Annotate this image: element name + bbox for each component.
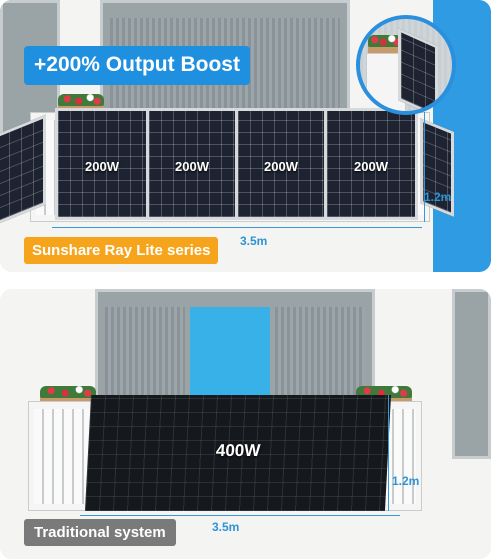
width-dimension-line-bottom <box>80 515 400 516</box>
width-dimension-line <box>52 227 422 228</box>
width-label: 3.5m <box>240 234 268 248</box>
blinds-right <box>275 307 365 402</box>
panel-2-watt: 200W <box>175 159 209 174</box>
solar-panel-2: 200W <box>146 108 238 220</box>
solar-panel-3: 200W <box>235 108 327 220</box>
blinds-left <box>105 307 185 402</box>
height-label: 1.2m <box>424 190 452 204</box>
solar-panel-1: 200W <box>55 108 149 220</box>
height-dimension-line <box>424 112 425 222</box>
panel-3-watt: 200W <box>264 159 298 174</box>
flower-pot <box>58 94 104 106</box>
sky-gap <box>190 307 270 402</box>
traditional-badge: Traditional system <box>24 519 176 546</box>
panel-1-watt: 200W <box>85 159 119 174</box>
solar-panel-4: 200W <box>324 108 418 220</box>
height-dimension-line-bottom <box>388 395 389 511</box>
inset-planter <box>368 45 402 53</box>
output-boost-badge: +200% Output Boost <box>24 46 250 85</box>
traditional-scene: 400W 3.5m 1.2m <box>0 289 491 559</box>
flowers-left <box>40 386 96 398</box>
panel-4-watt: 200W <box>354 159 388 174</box>
panel-400w-watt: 400W <box>215 441 261 460</box>
width-label-bottom: 3.5m <box>212 520 240 534</box>
right-side-frame <box>452 289 491 459</box>
inset-photo <box>356 15 456 115</box>
sunshare-scene: 200W 200W 200W 200W 3.5m 1.2m +200% Outp… <box>0 0 491 272</box>
height-label-bottom: 1.2m <box>392 474 420 488</box>
solar-panel-400w: 400W <box>84 395 392 511</box>
series-badge: Sunshare Ray Lite series <box>24 237 219 264</box>
inset-flowers <box>368 35 402 47</box>
